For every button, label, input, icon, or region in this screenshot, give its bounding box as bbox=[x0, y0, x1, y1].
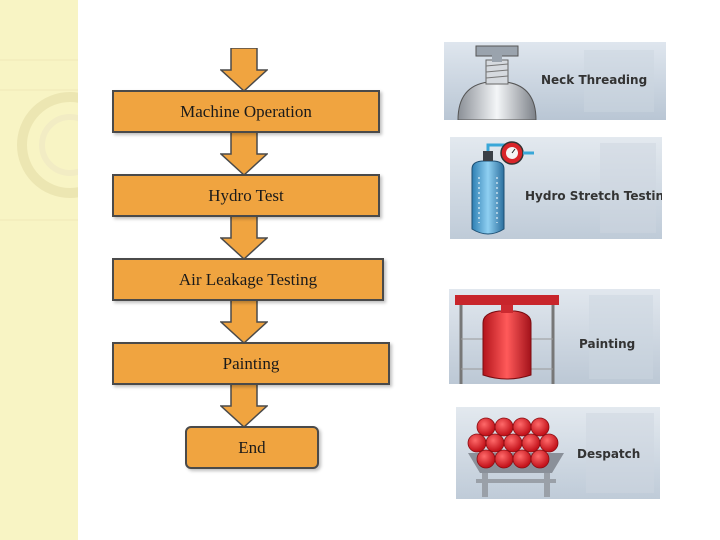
flow-arrow bbox=[220, 300, 268, 344]
photo-label: Neck Threading bbox=[541, 73, 648, 87]
photo-label: Despatch bbox=[577, 447, 641, 461]
red-cylinders-pallet-icon bbox=[456, 407, 660, 499]
red-cylinder-rack-icon bbox=[449, 289, 660, 384]
flow-step-end: End bbox=[185, 426, 319, 469]
blue-cylinder-gauge-icon bbox=[450, 137, 662, 239]
flow-step-label: Hydro Test bbox=[208, 185, 284, 205]
gas-cylinder-valve-icon bbox=[444, 42, 666, 120]
flow-step-hydro-test: Hydro Test bbox=[112, 174, 380, 217]
flow-step-painting: Painting bbox=[112, 342, 390, 385]
flow-step-air-leakage-testing: Air Leakage Testing bbox=[112, 258, 384, 301]
flow-arrow bbox=[220, 384, 268, 428]
flow-step-label: End bbox=[238, 437, 266, 457]
flow-arrow bbox=[220, 48, 268, 92]
photo-painting: Painting bbox=[449, 289, 660, 384]
photo-label: Hydro Stretch Testing bbox=[525, 189, 662, 203]
photo-neck-threading: Neck Threading bbox=[444, 42, 666, 120]
photo-label: Painting bbox=[579, 337, 636, 351]
photo-despatch: Despatch bbox=[456, 407, 660, 499]
photo-hydro-stretch-testing: Hydro Stretch Testing bbox=[450, 137, 662, 239]
sidebar-decoration bbox=[0, 0, 78, 540]
flow-step-label: Machine Operation bbox=[180, 101, 312, 121]
flow-step-label: Painting bbox=[222, 353, 280, 373]
flow-step-machine-operation: Machine Operation bbox=[112, 90, 380, 133]
flow-arrow bbox=[220, 132, 268, 176]
flow-step-label: Air Leakage Testing bbox=[178, 269, 318, 289]
flow-arrow bbox=[220, 216, 268, 260]
